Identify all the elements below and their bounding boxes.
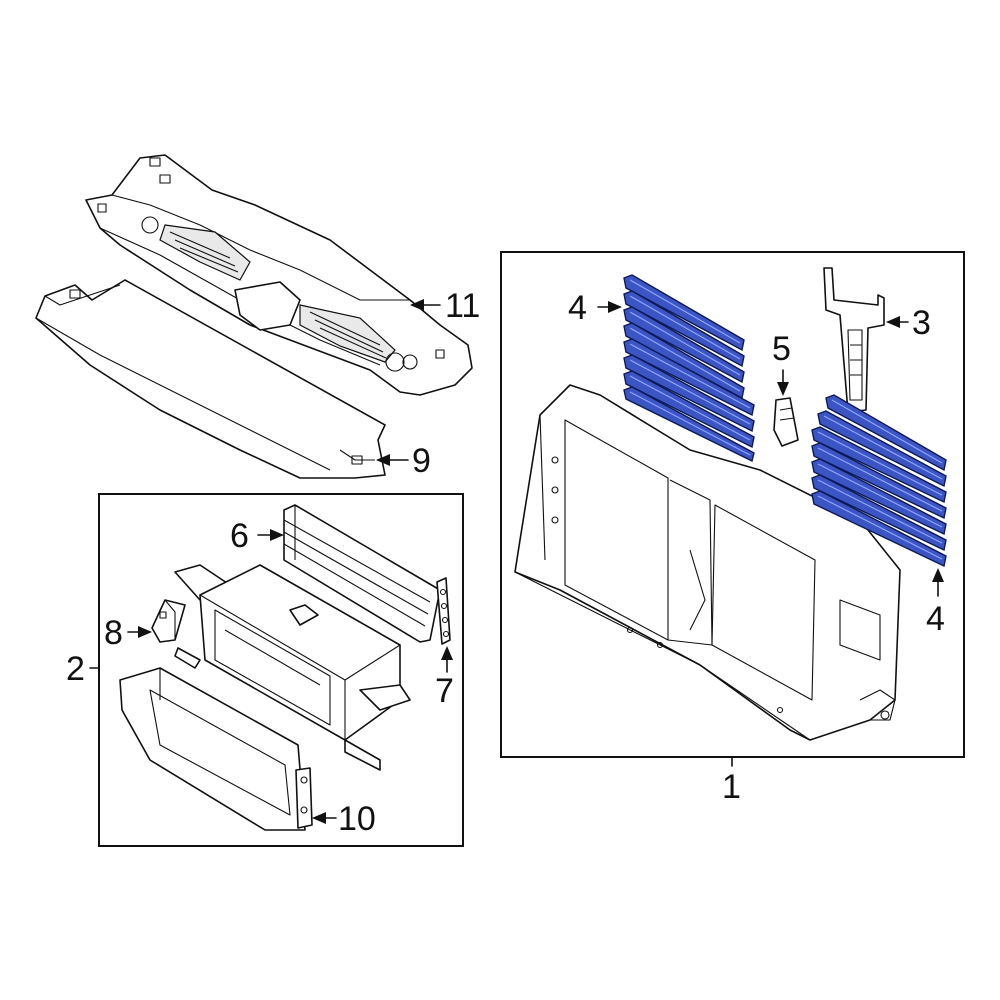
callout-1: 1 [722, 768, 741, 806]
part-8-actuator [151, 599, 186, 643]
part-6-shutter [283, 504, 441, 643]
part-2-housing [174, 564, 411, 771]
callout-7: 7 [435, 672, 454, 710]
callout-4-left: 4 [568, 289, 587, 327]
callout-5: 5 [772, 330, 791, 368]
part-11-upper-cover [85, 154, 473, 396]
part-4-vanes-left [623, 274, 755, 463]
part-7-rail [436, 577, 451, 645]
part-9-deflector [35, 279, 386, 479]
callout-8: 8 [104, 614, 123, 652]
callout-6: 6 [230, 517, 249, 555]
callout-3: 3 [912, 304, 931, 342]
part-1-radiator-support [514, 384, 901, 741]
callout-2: 2 [66, 650, 85, 688]
part-5-actuator [773, 397, 799, 447]
part-3-bracket [823, 267, 885, 413]
callout-11: 11 [445, 287, 480, 325]
group-box-2 [98, 493, 464, 847]
part-10-frame [119, 667, 313, 831]
part-4-vanes-right [811, 394, 947, 568]
callout-9: 9 [412, 442, 431, 480]
callout-4-right: 4 [926, 600, 945, 638]
callout-10: 10 [338, 800, 376, 838]
